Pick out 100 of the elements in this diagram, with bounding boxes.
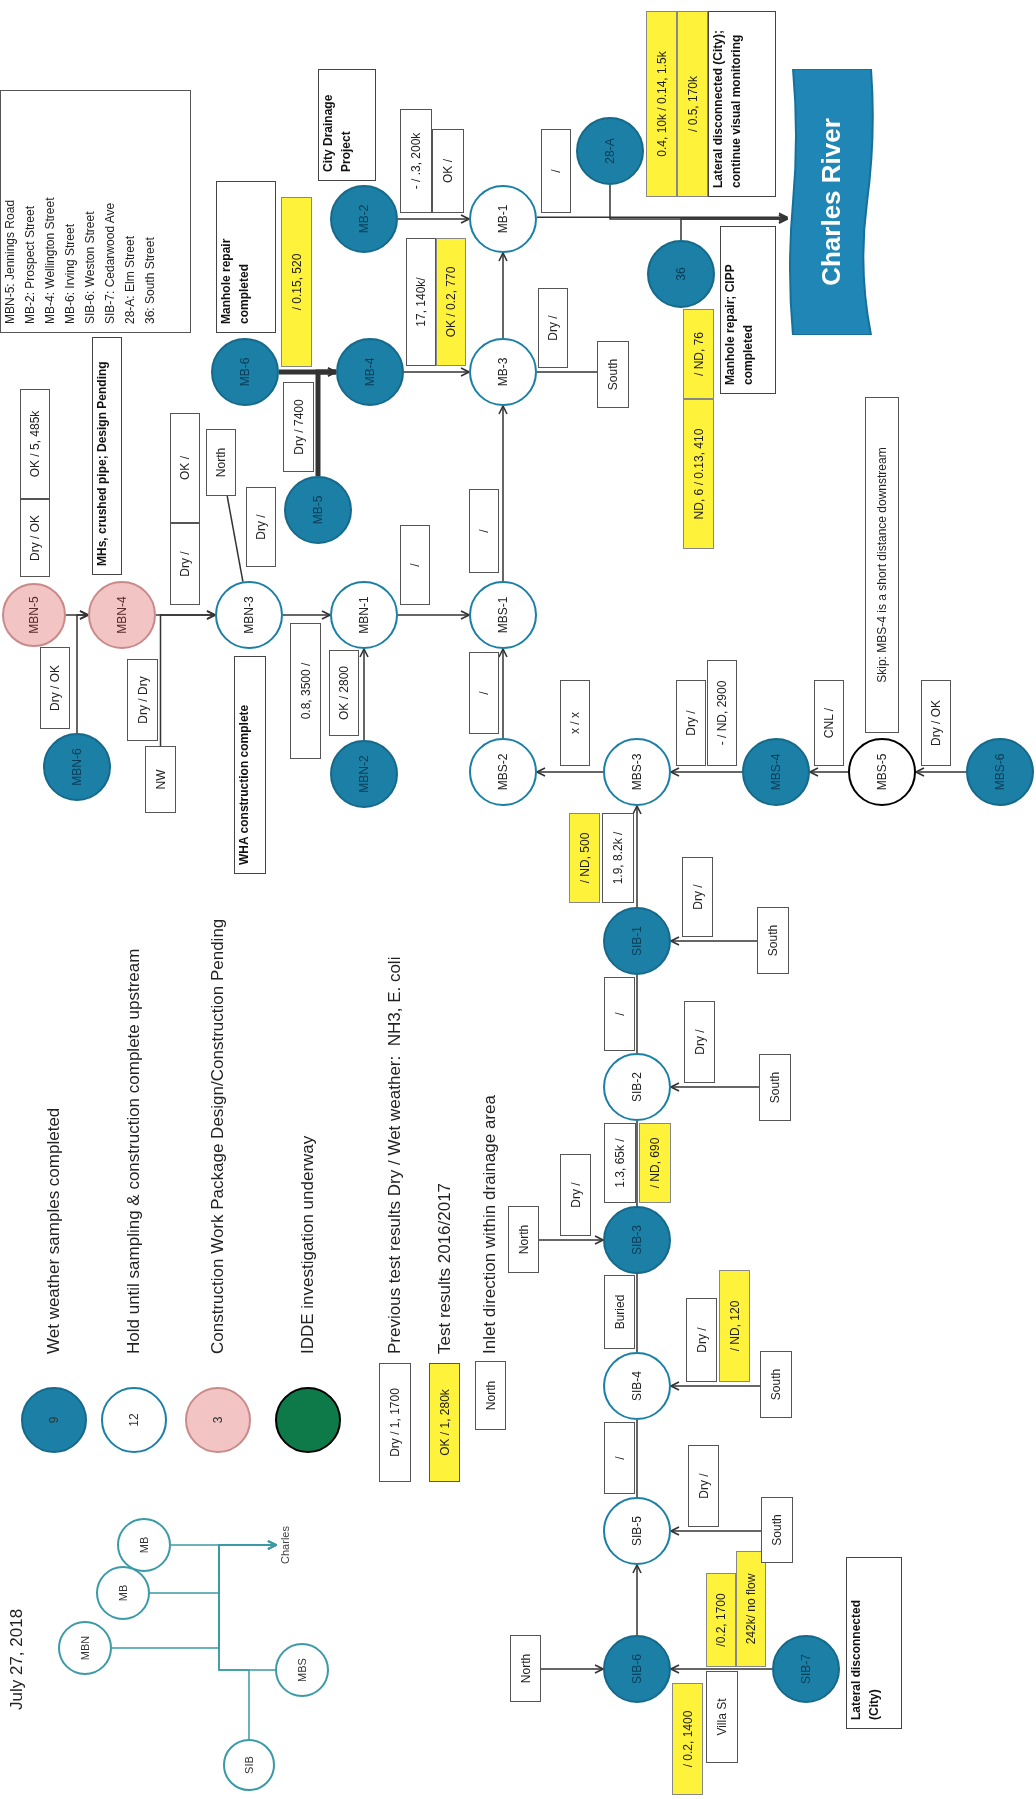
result-text: CNL /: [821, 706, 837, 741]
street-entry: 28-A: Elm Street: [122, 235, 138, 324]
direction-text: South: [769, 1513, 785, 1548]
swatch-count: 12: [126, 1413, 142, 1427]
area-label: MBS: [294, 1658, 309, 1682]
arrow: [498, 648, 508, 739]
arrow: [498, 252, 508, 339]
manhole-label: 36: [673, 267, 689, 281]
direction-text: South: [768, 1367, 784, 1403]
arrow: [159, 610, 216, 747]
street-entry: SIB-7: Cedarwood Ave: [102, 202, 118, 324]
manhole-label: MBS-5: [874, 753, 890, 791]
result-text: /: [476, 690, 492, 697]
result-box: [672, 1683, 703, 1795]
result-box: [406, 238, 436, 366]
arrow: [670, 1082, 760, 1092]
result-text: 1.9, 8.2k /: [610, 830, 626, 887]
result-box: [281, 197, 312, 367]
result-text: /: [476, 528, 492, 535]
arrow: [632, 1564, 642, 1636]
result-text: / 0.2, 1400: [679, 1709, 696, 1770]
note-text: Manhole repair completed: [218, 237, 252, 324]
note-box: [216, 181, 276, 333]
result-box: [719, 1270, 750, 1382]
connector-line: [226, 495, 244, 583]
manhole-label: MB-5: [310, 495, 326, 525]
result-box: [676, 680, 706, 766]
result-text: 0.8, 3500 /: [297, 661, 314, 722]
sample-text: Dry / 1, 1700: [387, 1388, 403, 1457]
result-text: Dry /: [567, 1181, 584, 1210]
note-text: City Drainage Project: [320, 93, 354, 172]
sample-text: OK / 1, 280k: [436, 1389, 453, 1456]
result-text: - / .3, 200k: [408, 131, 424, 192]
result-text: / ND, 76: [690, 331, 707, 378]
direction-text: North: [515, 1223, 532, 1257]
connector-line: [536, 371, 598, 373]
result-box: [921, 680, 951, 766]
result-box: [432, 129, 464, 213]
result-box: [40, 647, 70, 729]
result-text: Dry / Dry: [134, 675, 151, 726]
result-box: [684, 1001, 715, 1083]
result-text: /: [611, 1011, 628, 1018]
manhole-label: MBS-6: [992, 753, 1008, 791]
result-text: 0.4, 10k / 0.14, 1.5k: [653, 50, 670, 159]
arrow: [540, 1664, 604, 1674]
arrow: [403, 367, 470, 377]
result-text: OK /: [177, 455, 193, 482]
area-label: MBN: [77, 1635, 92, 1661]
result-text: 1.3, 65k /: [612, 1137, 628, 1190]
arrow: [670, 1526, 762, 1536]
result-box: [400, 109, 432, 213]
result-box: [602, 813, 634, 903]
arrow: [680, 214, 788, 241]
arrow: [538, 1235, 604, 1245]
inlet-box: [206, 429, 236, 496]
result-box: [127, 659, 158, 741]
river-banner: [787, 69, 876, 335]
result-box: [604, 1123, 636, 1203]
manhole-label: MBN-1: [356, 596, 372, 634]
result-text: Dry / OK: [47, 664, 63, 713]
arrow: [670, 767, 743, 777]
connector-line: [636, 974, 638, 1054]
result-box: [604, 977, 635, 1051]
inlet-box: [760, 1351, 792, 1418]
result-text: /: [548, 168, 564, 175]
result-box: [646, 11, 677, 197]
street-entry: 36: South Street: [142, 237, 158, 324]
result-text: Buried: [611, 1293, 628, 1332]
inlet-box: [757, 907, 789, 974]
arrow: [670, 936, 758, 946]
connector-line: [636, 1419, 638, 1498]
result-box: [400, 525, 430, 605]
legend-text: Wet weather samples completed: [43, 1107, 64, 1354]
inlet-box: [759, 1054, 791, 1121]
direction-text: South: [767, 1070, 783, 1106]
manhole-label: MBS-2: [495, 753, 511, 791]
manhole-label: MBN-3: [241, 596, 257, 634]
result-box: [469, 489, 499, 573]
result-text: Dry /: [683, 709, 699, 738]
result-text: OK /: [440, 158, 456, 185]
inlet-box: [597, 341, 629, 408]
note-text: MHs, crushed pipe; Design Pending: [94, 360, 110, 566]
inlet-box: [145, 746, 176, 813]
result-text: x / x: [567, 711, 583, 736]
manhole-label: MB-2: [356, 204, 372, 234]
arrow: [397, 214, 470, 224]
arrow: [670, 1381, 761, 1391]
manhole-label: MBN-2: [356, 755, 372, 793]
result-text: / 0.15, 520: [288, 252, 305, 313]
result-box: [683, 309, 714, 399]
street-entry: MBN-5: Jennings Road: [2, 199, 18, 324]
legend-text: IDDE investigation underway: [297, 1135, 318, 1354]
manhole-label: MBN-4: [114, 596, 130, 634]
result-text: - / ND, 2900: [714, 679, 730, 748]
note-box: [846, 1557, 902, 1729]
result-text: Dry /: [545, 314, 561, 343]
note-box: [708, 11, 776, 197]
result-box: [560, 1154, 591, 1236]
manhole-label: MB-6: [237, 357, 253, 387]
arrow: [670, 1664, 773, 1674]
